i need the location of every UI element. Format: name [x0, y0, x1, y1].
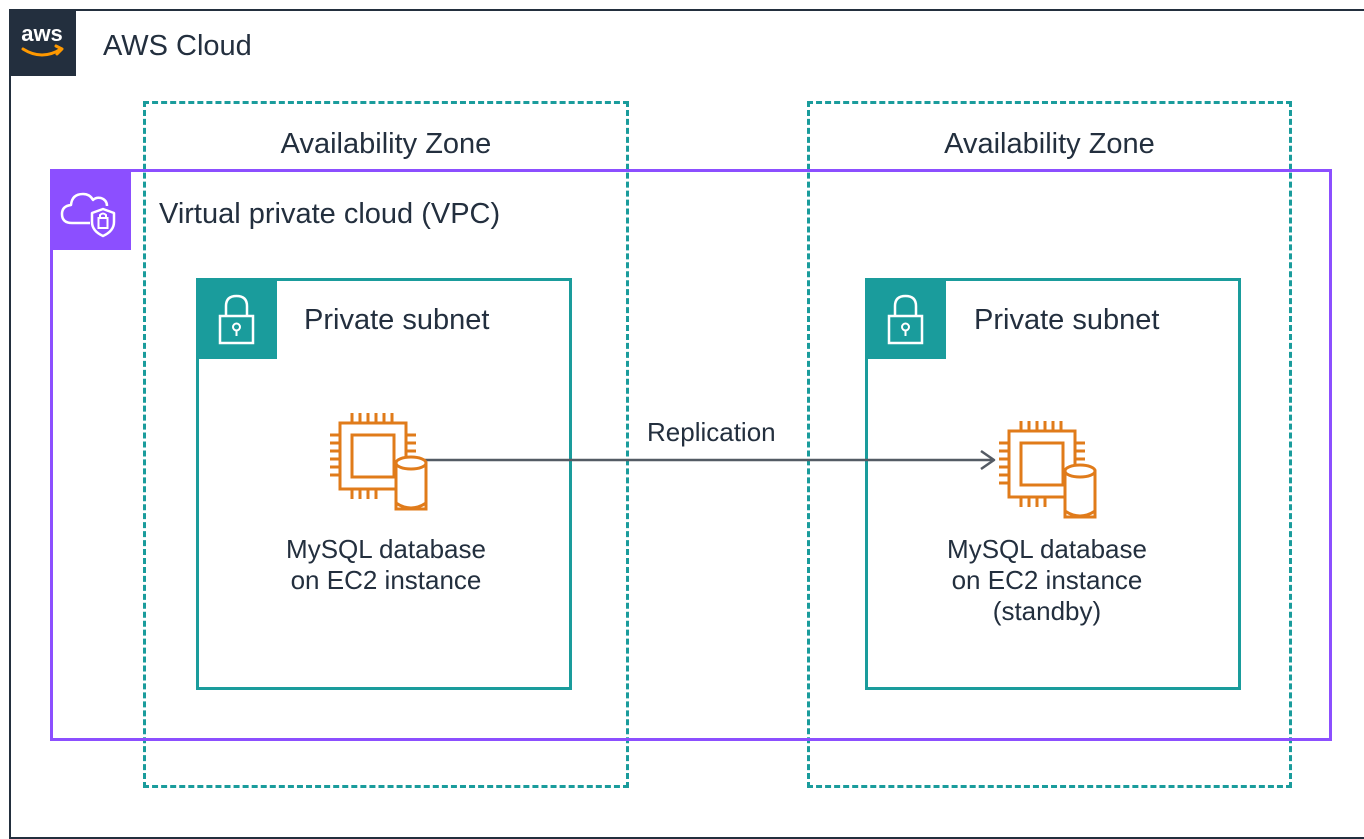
- private-subnet-2-label: Private subnet: [974, 304, 1160, 336]
- mysql-instance-1-line-1: MySQL database: [286, 534, 486, 564]
- mysql-instance-2-line-3: (standby): [992, 596, 1102, 626]
- aws-cloud-title: AWS Cloud: [103, 30, 252, 62]
- mysql-instance-2-line-1: MySQL database: [947, 534, 1147, 564]
- padlock-icon: [196, 278, 277, 359]
- availability-zone-1-label: Availability Zone: [280, 128, 492, 160]
- private-subnet-2: [865, 278, 1241, 690]
- replication-label: Replication: [647, 417, 776, 447]
- ec2-database-icon: [330, 413, 428, 511]
- ec2-database-icon: [999, 421, 1097, 519]
- diagram-overlay: [330, 413, 1097, 519]
- vpc-label: Virtual private cloud (VPC): [159, 198, 501, 230]
- availability-zone-2: [807, 101, 1292, 788]
- replication-arrow: [424, 449, 996, 471]
- aws-logo-text: aws: [21, 21, 63, 46]
- private-subnet-1: [196, 278, 572, 690]
- mysql-instance-2-label: MySQL database on EC2 instance (standby): [897, 534, 1197, 627]
- aws-logo-icon: aws: [9, 9, 76, 76]
- mysql-instance-1-line-2: on EC2 instance: [290, 565, 482, 595]
- mysql-instance-2-line-2: on EC2 instance: [951, 565, 1143, 595]
- mysql-instance-1-label: MySQL database on EC2 instance: [236, 534, 536, 596]
- padlock-icon: [865, 278, 946, 359]
- availability-zone-1: [143, 101, 629, 788]
- vpc-group: [50, 169, 1332, 741]
- private-subnet-1-label: Private subnet: [304, 304, 490, 336]
- availability-zone-2-label: Availability Zone: [944, 128, 1155, 160]
- vpc-cloud-shield-icon: [50, 169, 131, 250]
